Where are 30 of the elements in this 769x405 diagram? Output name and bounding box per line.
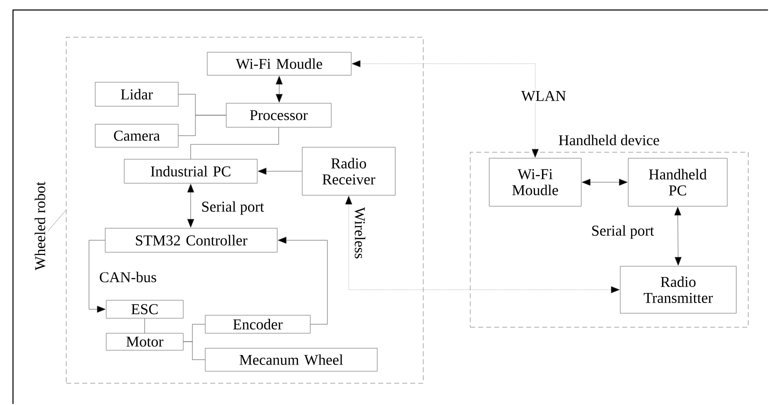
process-box: Mecanum Wheel (205, 348, 378, 372)
edge-label: CAN-bus (98, 270, 158, 284)
arrow (345, 196, 620, 294)
process-box: Industrial PC (124, 159, 258, 184)
process-box: Encoder (205, 315, 310, 334)
process-box: Camera (95, 124, 178, 148)
arrow (88, 240, 106, 313)
process-box: Wi-Fi Moudle (207, 52, 352, 76)
edge-label: Serial port (200, 200, 266, 216)
group-label: Wheeled robot (34, 182, 46, 270)
process-box: Handheld PC (628, 158, 728, 206)
arrow (258, 168, 302, 175)
arrow (278, 236, 328, 324)
arrow (674, 206, 682, 266)
process-box: Wi-Fi Moudle (489, 158, 582, 206)
group-label: Handheld device (558, 134, 660, 146)
arrow (187, 184, 194, 228)
arrow (582, 178, 628, 186)
edge-label: Serial port (590, 224, 656, 240)
process-box: Radio Transmitter (620, 266, 736, 314)
arrow (352, 60, 539, 158)
process-box: Lidar (95, 82, 178, 106)
edge-label: WLAN (520, 90, 568, 102)
process-box: ESC (106, 300, 184, 318)
process-box: Radio Receiver (302, 147, 396, 196)
edge-label: Wireless (354, 206, 366, 260)
process-box: STM32 Controller (105, 228, 278, 252)
process-box: Processor (226, 103, 332, 128)
process-box: Motor (106, 333, 184, 350)
arrow (276, 76, 283, 103)
